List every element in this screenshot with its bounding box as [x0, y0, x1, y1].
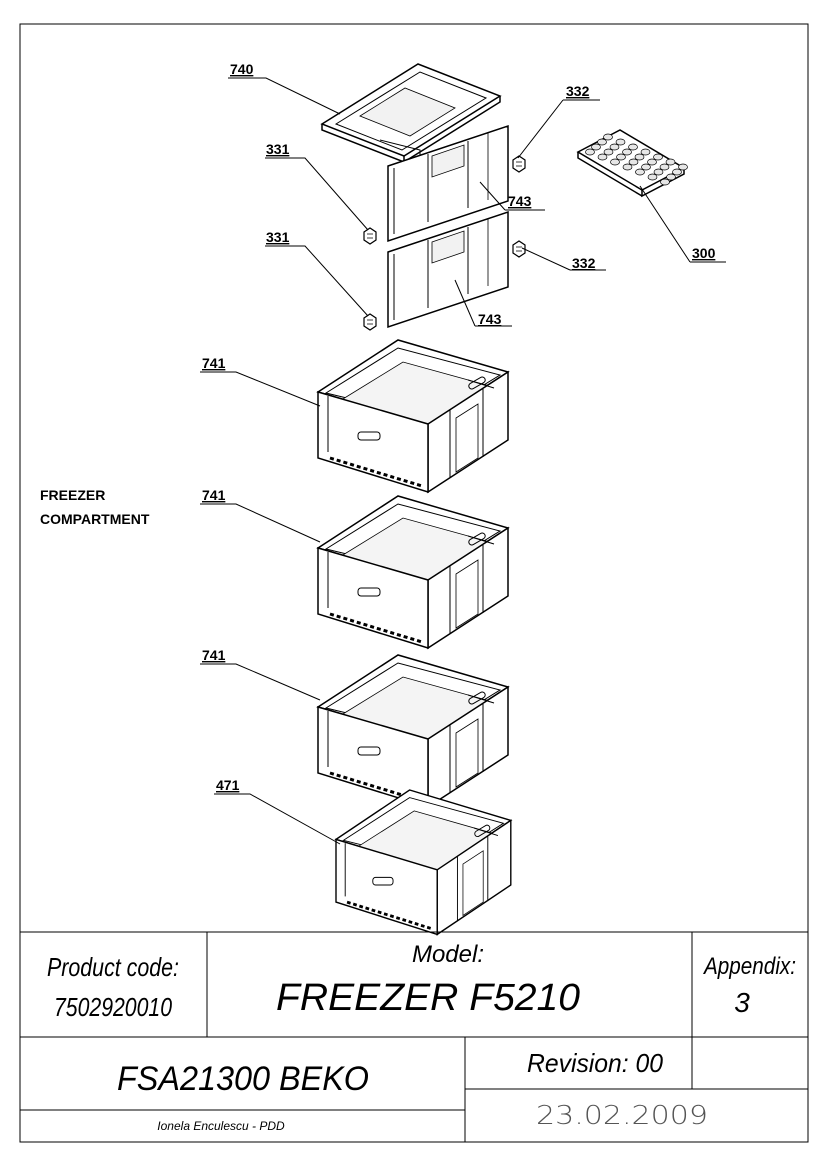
callout-743-upper: 743	[508, 193, 532, 209]
callout-740: 740	[230, 61, 254, 77]
callout-743-lower: 743	[478, 311, 502, 327]
ice-cell	[610, 158, 620, 166]
ice-cell	[628, 158, 639, 166]
ice-cell	[665, 158, 676, 166]
ice-cell	[597, 138, 607, 146]
product-code-value: 7502920010	[54, 992, 172, 1022]
callout-741-second: 741	[202, 487, 226, 503]
ice-cell	[647, 158, 657, 166]
ice-cell	[591, 143, 601, 151]
product-code-label: Product code:	[47, 952, 179, 982]
appendix-value: 3	[734, 987, 750, 1018]
product-name: FSA21300 BEKO	[117, 1060, 369, 1098]
ice-cell	[603, 133, 613, 141]
callout-741-first: 741	[202, 355, 226, 371]
callout-300: 300	[692, 245, 716, 261]
part-741-drawer-2	[316, 494, 510, 650]
ice-cell	[647, 173, 658, 181]
callout-331-upper: 331	[266, 141, 290, 157]
ice-cell	[622, 148, 632, 156]
section-label-line2: COMPARTMENT	[40, 511, 150, 527]
ice-cell	[653, 153, 663, 161]
ice-cell	[597, 153, 608, 161]
ice-cell	[659, 163, 670, 171]
callout-331-lower: 331	[266, 229, 290, 245]
ice-cell	[616, 153, 626, 161]
part-741-drawer-1	[316, 338, 510, 494]
ice-cell	[666, 173, 676, 181]
ice-cell	[603, 148, 614, 156]
revision: Revision: 00	[527, 1048, 664, 1078]
appendix-label: Appendix:	[702, 953, 796, 980]
part-332-hinge-upper	[512, 155, 526, 173]
author: Ionela Enculescu - PDD	[157, 1119, 285, 1133]
model-label: Model:	[412, 941, 484, 968]
ice-cell	[622, 163, 633, 171]
ice-cell	[640, 148, 651, 156]
callout-471: 471	[216, 777, 240, 793]
date: 23.02.2009	[536, 1101, 708, 1131]
section-label-line1: FREEZER	[40, 487, 105, 503]
part-741-drawer-3	[316, 653, 510, 809]
ice-cell	[585, 148, 595, 156]
ice-cell	[653, 168, 664, 176]
ice-cell	[634, 153, 645, 161]
callout-332-upper: 332	[566, 83, 590, 99]
part-331-hinge-lower	[363, 313, 377, 331]
ice-cell	[635, 168, 645, 176]
ice-cell	[672, 168, 682, 176]
callout-741-third: 741	[202, 647, 226, 663]
title-block	[20, 931, 808, 1142]
leader-lines	[200, 77, 726, 845]
ice-cell	[678, 163, 688, 171]
part-331-hinge-upper	[363, 227, 377, 245]
ice-cell	[615, 138, 626, 146]
ice-cell	[641, 163, 651, 171]
part-471-drawer-bottom	[334, 788, 513, 936]
drawing-frame	[19, 23, 809, 1143]
ice-cell	[660, 178, 670, 186]
ice-cell	[628, 143, 638, 151]
ice-cell	[609, 143, 620, 151]
model-value: FREEZER F5210	[276, 977, 580, 1019]
part-300-ice-tray	[576, 129, 688, 198]
callout-332-lower: 332	[572, 255, 596, 271]
part-740-shelf	[320, 63, 502, 164]
